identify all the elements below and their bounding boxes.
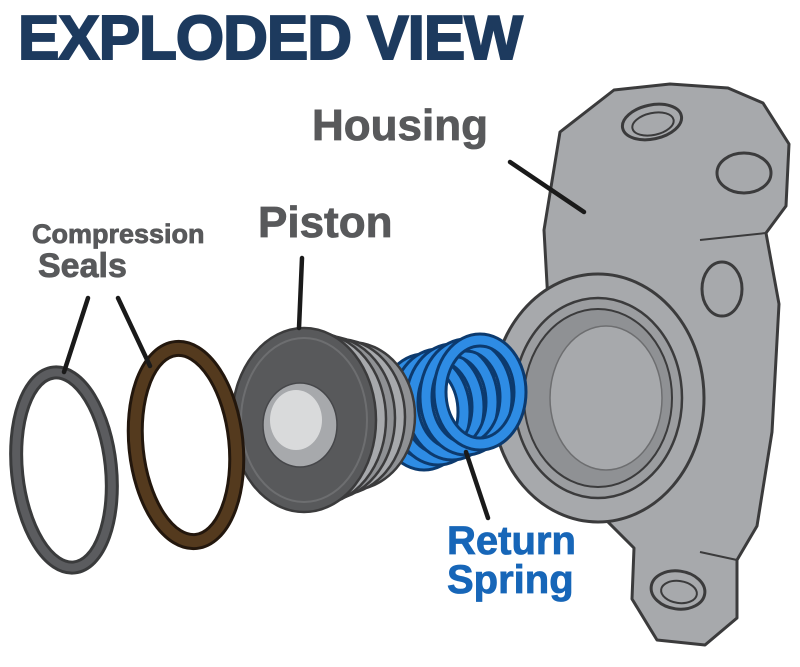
spring-coil-5 bbox=[432, 332, 528, 452]
spring-leader-line bbox=[463, 449, 491, 521]
piston-recess-highlight bbox=[270, 390, 322, 450]
housing-crease bbox=[699, 232, 767, 241]
housing-bottom-hole-inner bbox=[660, 579, 698, 605]
housing-bottom-hole bbox=[649, 569, 707, 611]
leader-lines bbox=[61, 159, 587, 521]
return-spring-label-line1: Return bbox=[447, 519, 577, 563]
diagram-title: EXPLODED VIEW bbox=[17, 4, 524, 73]
housing-part bbox=[490, 82, 791, 647]
piston-part bbox=[230, 326, 417, 514]
compression-seal-brown-part bbox=[126, 339, 246, 551]
housing-right-hole bbox=[715, 151, 773, 195]
housing-crease2 bbox=[699, 551, 738, 561]
seal-gray-leader-line bbox=[61, 295, 91, 375]
compression-seals-label-line2: Seals bbox=[38, 247, 128, 285]
housing-leader-line bbox=[507, 159, 587, 215]
compression-seal-gray-part bbox=[9, 365, 119, 575]
piston-leader-line bbox=[296, 255, 305, 331]
housing-side-boss bbox=[700, 260, 744, 318]
compression-seals-label-line1: Compression bbox=[32, 219, 205, 249]
return-spring-label-line2: Spring bbox=[447, 558, 574, 602]
housing-bore-bottom bbox=[549, 325, 663, 471]
seal-brown-leader-line bbox=[115, 295, 153, 369]
housing-top-hole bbox=[620, 102, 684, 142]
piston-label: Piston bbox=[258, 198, 393, 247]
housing-top-hole-inner bbox=[631, 111, 675, 137]
housing-label: Housing bbox=[312, 101, 489, 150]
